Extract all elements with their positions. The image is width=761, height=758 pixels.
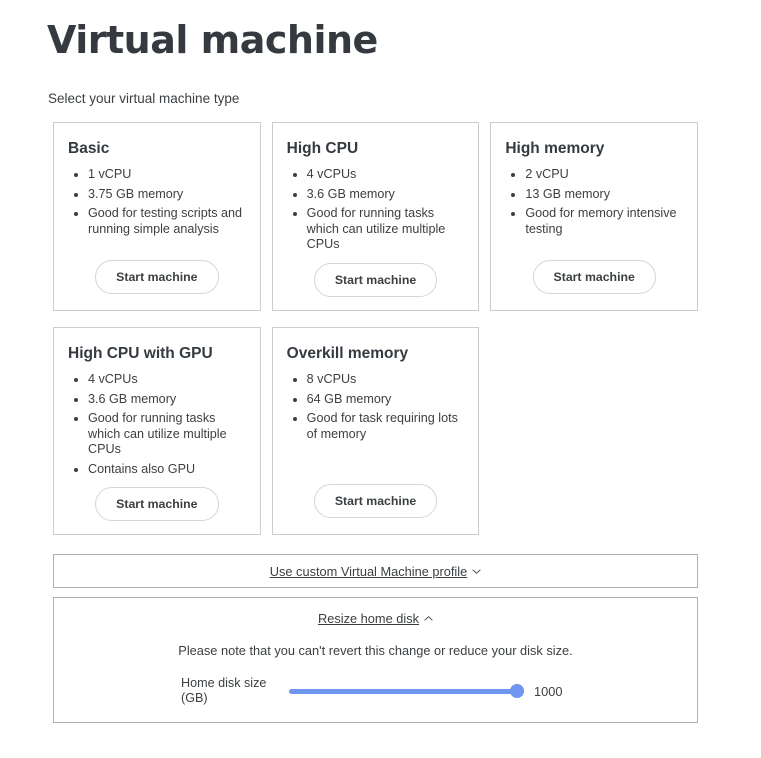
custom-profile-panel: Use custom Virtual Machine profile bbox=[53, 554, 698, 588]
machine-card-title: Basic bbox=[68, 140, 110, 157]
machine-card-footer: Start machine bbox=[68, 487, 246, 521]
resize-disk-header: Resize home disk bbox=[54, 610, 697, 628]
spec-item: 4 vCPUs bbox=[307, 167, 465, 183]
machine-card-high-cpu-with-gpu[interactable]: High CPU with GPU 4 vCPUs 3.6 GB memory … bbox=[53, 327, 261, 535]
home-disk-size-row: Home disk size (GB) 1000 bbox=[54, 676, 697, 706]
machine-card-row-1: Basic 1 vCPU 3.75 GB memory Good for tes… bbox=[53, 122, 699, 311]
slider-track[interactable] bbox=[289, 688, 524, 694]
spec-item: 3.75 GB memory bbox=[88, 187, 246, 203]
machine-card-footer: Start machine bbox=[505, 260, 683, 294]
slider-thumb[interactable] bbox=[510, 684, 524, 698]
spec-item: Good for running tasks which can utilize… bbox=[307, 206, 465, 253]
machine-card-title: Overkill memory bbox=[286, 345, 409, 362]
machine-card-high-memory[interactable]: High memory 2 vCPU 13 GB memory Good for… bbox=[490, 122, 699, 311]
page-subtitle: Select your virtual machine type bbox=[48, 91, 240, 106]
machine-card-title: High CPU with GPU bbox=[68, 345, 213, 362]
start-machine-button[interactable]: Start machine bbox=[95, 260, 219, 294]
start-machine-button[interactable]: Start machine bbox=[95, 487, 219, 521]
spec-item: Good for running tasks which can utilize… bbox=[88, 411, 246, 458]
custom-profile-toggle[interactable]: Use custom Virtual Machine profile bbox=[270, 564, 482, 579]
spec-item: 2 vCPU bbox=[525, 167, 683, 183]
home-disk-size-slider[interactable] bbox=[289, 683, 524, 699]
spec-item: Good for memory intensive testing bbox=[525, 206, 683, 237]
chevron-up-icon bbox=[424, 614, 433, 623]
spec-item: 8 vCPUs bbox=[307, 372, 465, 388]
resize-disk-panel: Resize home disk Please note that you ca… bbox=[53, 597, 698, 723]
machine-card-specs: 2 vCPU 13 GB memory Good for memory inte… bbox=[505, 167, 683, 254]
spec-item: 1 vCPU bbox=[88, 167, 246, 183]
machine-card-row-2: High CPU with GPU 4 vCPUs 3.6 GB memory … bbox=[53, 327, 698, 535]
machine-card-footer: Start machine bbox=[68, 260, 246, 294]
machine-card-grid-spacer bbox=[490, 327, 698, 535]
machine-card-footer: Start machine bbox=[287, 262, 465, 297]
machine-card-specs: 1 vCPU 3.75 GB memory Good for testing s… bbox=[68, 167, 246, 254]
spec-item: 13 GB memory bbox=[525, 187, 683, 203]
spec-item: Good for testing scripts and running sim… bbox=[88, 206, 246, 237]
resize-disk-toggle-label: Resize home disk bbox=[318, 611, 419, 626]
machine-card-specs: 8 vCPUs 64 GB memory Good for task requi… bbox=[287, 372, 465, 478]
machine-card-specs: 4 vCPUs 3.6 GB memory Good for running t… bbox=[68, 372, 246, 481]
spec-item: Good for task requiring lots of memory bbox=[307, 411, 465, 442]
start-machine-button[interactable]: Start machine bbox=[532, 260, 656, 294]
spec-item: 64 GB memory bbox=[307, 392, 465, 408]
machine-card-footer: Start machine bbox=[287, 484, 465, 518]
custom-profile-toggle-label: Use custom Virtual Machine profile bbox=[269, 563, 468, 579]
spec-item: 3.6 GB memory bbox=[88, 392, 246, 408]
home-disk-size-value: 1000 bbox=[534, 683, 563, 699]
home-disk-size-label: Home disk size (GB) bbox=[181, 676, 267, 705]
chevron-down-icon bbox=[472, 567, 481, 576]
start-machine-button[interactable]: Start machine bbox=[313, 484, 438, 518]
resize-disk-note: Please note that you can't revert this c… bbox=[178, 643, 573, 658]
spec-item: Contains also GPU bbox=[88, 462, 246, 478]
machine-card-basic[interactable]: Basic 1 vCPU 3.75 GB memory Good for tes… bbox=[53, 122, 261, 311]
spec-item: 3.6 GB memory bbox=[307, 187, 465, 203]
machine-card-high-cpu[interactable]: High CPU 4 vCPUs 3.6 GB memory Good for … bbox=[271, 122, 480, 311]
machine-card-overkill-memory[interactable]: Overkill memory 8 vCPUs 64 GB memory Goo… bbox=[271, 327, 480, 535]
page-title: Virtual machine bbox=[47, 18, 378, 62]
machine-card-specs: 4 vCPUs 3.6 GB memory Good for running t… bbox=[287, 167, 465, 257]
machine-card-title: High memory bbox=[505, 140, 605, 157]
resize-disk-toggle[interactable]: Resize home disk bbox=[318, 611, 433, 626]
machine-card-grid: Basic 1 vCPU 3.75 GB memory Good for tes… bbox=[53, 122, 699, 551]
machine-card-title: High CPU bbox=[286, 140, 359, 157]
start-machine-button[interactable]: Start machine bbox=[313, 262, 438, 297]
spec-item: 4 vCPUs bbox=[88, 372, 246, 388]
